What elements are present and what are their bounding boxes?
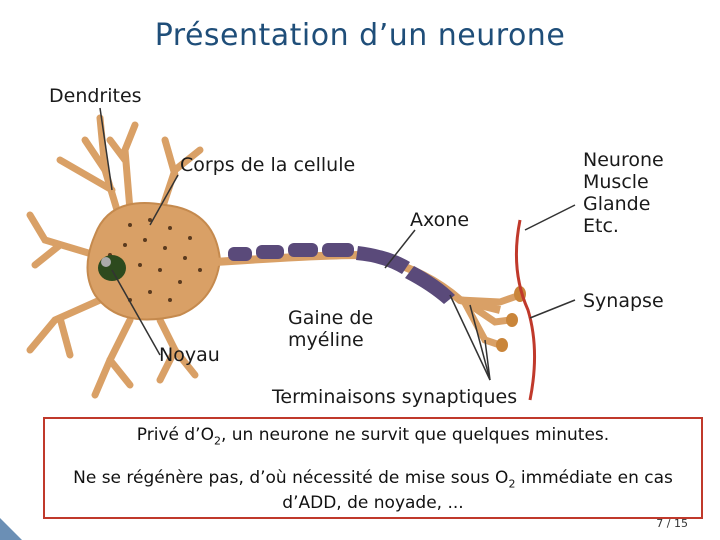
- info-box: Privé d’O2, un neurone ne survit que que…: [43, 417, 703, 519]
- label-cell-body: Corps de la cellule: [180, 155, 355, 177]
- info-line-1: Privé d’O2, un neurone ne survit que que…: [45, 425, 701, 447]
- corner-decoration: [0, 518, 22, 540]
- label-myelin-line1: Gaine de: [288, 308, 373, 330]
- label-synapse: Synapse: [583, 291, 664, 313]
- label-target-etc: Etc.: [583, 216, 664, 238]
- label-myelin: Gaine de myéline: [288, 308, 373, 352]
- label-synaptic-terminals: Terminaisons synaptiques: [272, 387, 517, 409]
- page-number: 7 / 15: [656, 517, 688, 530]
- label-target-neuron: Neurone: [583, 150, 664, 172]
- label-myelin-line2: myéline: [288, 330, 373, 352]
- label-targets: Neurone Muscle Glande Etc.: [583, 150, 664, 237]
- label-dendrites: Dendrites: [49, 86, 142, 108]
- info-line-2: Ne se régénère pas, d’où nécessité de mi…: [45, 467, 701, 514]
- target-membrane: [516, 220, 534, 400]
- label-target-gland: Glande: [583, 194, 664, 216]
- label-nucleus: Noyau: [159, 345, 220, 367]
- label-axon: Axone: [410, 210, 469, 232]
- myelin-sheath: [228, 243, 455, 304]
- label-target-muscle: Muscle: [583, 172, 664, 194]
